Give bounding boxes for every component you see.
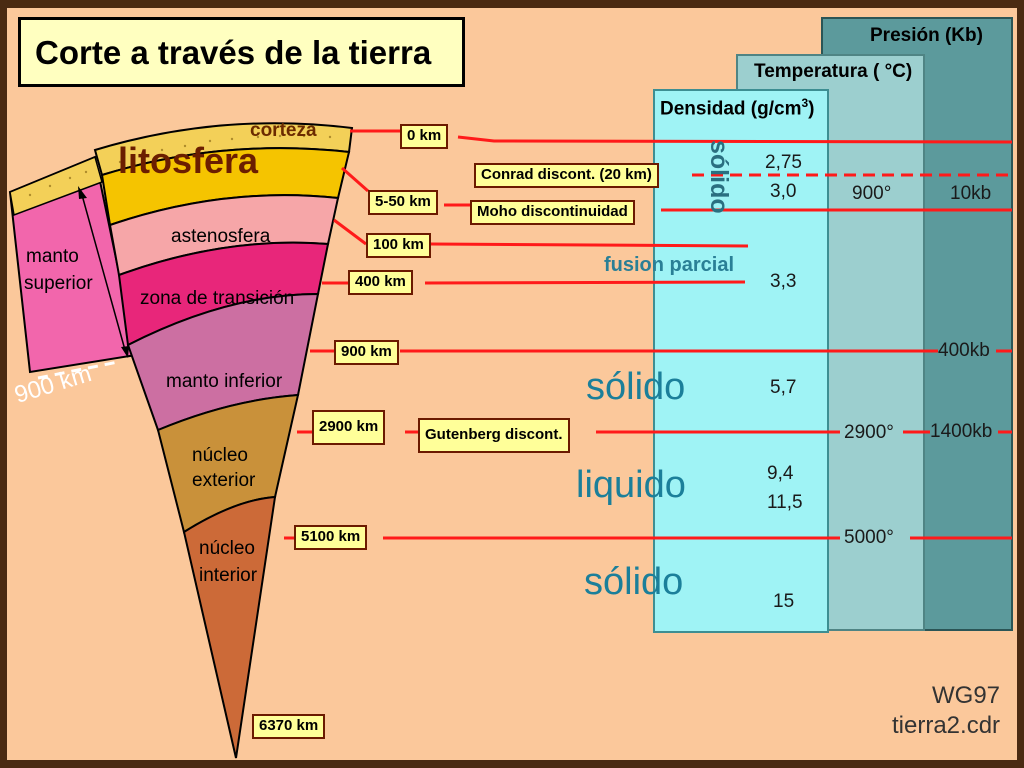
label-manto-superior-2: superior <box>24 273 93 294</box>
density-column <box>653 89 829 633</box>
label-nucleo-interior-2: interior <box>199 565 258 586</box>
crust-texture <box>28 134 332 197</box>
title-box: Corte a través de la tierra <box>18 17 465 87</box>
state-liquido: liquido <box>576 464 686 506</box>
depth-5100km: 5100 km <box>294 525 368 550</box>
density-header-sup: 3 <box>801 96 809 110</box>
density-header-text: Densidad (g/cm <box>660 98 802 120</box>
label-manto-inferior: manto inferior <box>166 371 283 392</box>
depth-6370km: 6370 km <box>252 714 326 739</box>
upper-mantle-crust <box>9 155 103 217</box>
temperature-header: Temperatura ( °C) <box>754 61 913 82</box>
upper-mantle-arrow <box>81 194 126 351</box>
pressure-10kb: 10kb <box>950 183 992 204</box>
density-11-5: 11,5 <box>767 492 803 513</box>
density-2-75: 2,75 <box>765 152 802 173</box>
label-litosfera: litosfera <box>118 140 259 181</box>
page-title: Corte a través de la tierra <box>35 34 432 71</box>
label-corteza: corteza <box>250 120 317 141</box>
conrad-discontinuity: Conrad discont. (20 km) <box>474 163 659 188</box>
density-3-0: 3,0 <box>770 181 797 202</box>
temperature-5000: 5000° <box>844 527 894 548</box>
state-solido-vertical: sólido <box>705 140 733 214</box>
layer-nucleo-interior <box>182 495 277 759</box>
gutenberg-discontinuity: Gutenberg discont. <box>418 418 570 453</box>
density-9-4: 9,4 <box>767 463 794 484</box>
depth-5-50km: 5-50 km <box>368 190 438 215</box>
depth-400km: 400 km <box>348 270 413 295</box>
depth-900km: 900 km <box>334 340 399 365</box>
moho-discontinuity: Moho discontinuidad <box>470 200 635 225</box>
depth-2900km: 2900 km <box>312 410 386 445</box>
upper-mantle-arrow-head-top <box>78 186 87 199</box>
density-header-close: ) <box>808 98 815 120</box>
pressure-header: Presión (Kb) <box>870 25 983 46</box>
depth-900-dash <box>37 360 119 380</box>
line-0km <box>350 129 1013 144</box>
upper-mantle-arrow-head-bottom <box>121 346 129 358</box>
label-astenosfera: astenosfera <box>171 226 271 247</box>
connector-lines <box>284 129 1013 540</box>
state-fusion-parcial: fusion parcial <box>604 254 735 276</box>
line-100km <box>333 218 749 248</box>
density-15: 15 <box>773 591 795 612</box>
line-5-50km <box>341 166 1012 212</box>
state-solido-1: sólido <box>586 366 686 408</box>
credit-line-1: WG97 <box>932 682 1001 709</box>
label-nucleo-exterior-1: núcleo <box>192 445 248 466</box>
temperature-2900: 2900° <box>844 422 894 443</box>
pressure-400kb: 400kb <box>938 340 990 361</box>
temperature-900: 900° <box>852 183 892 204</box>
line-400km <box>322 280 746 285</box>
label-nucleo-interior-1: núcleo <box>199 538 255 559</box>
pressure-1400kb: 1400kb <box>930 421 993 442</box>
depth-100km: 100 km <box>366 233 431 258</box>
label-zona-transicion: zona de transición <box>140 288 295 309</box>
density-header: Densidad (g/cm3) <box>660 97 815 118</box>
depth-0km: 0 km <box>400 124 449 149</box>
density-3-3: 3,3 <box>770 271 797 292</box>
credit-line-2: tierra2.cdr <box>892 712 1001 739</box>
label-manto-superior-1: manto <box>26 246 79 267</box>
density-5-7: 5,7 <box>770 377 797 398</box>
label-nucleo-exterior-2: exterior <box>192 470 256 491</box>
state-solido-2: sólido <box>584 561 684 603</box>
